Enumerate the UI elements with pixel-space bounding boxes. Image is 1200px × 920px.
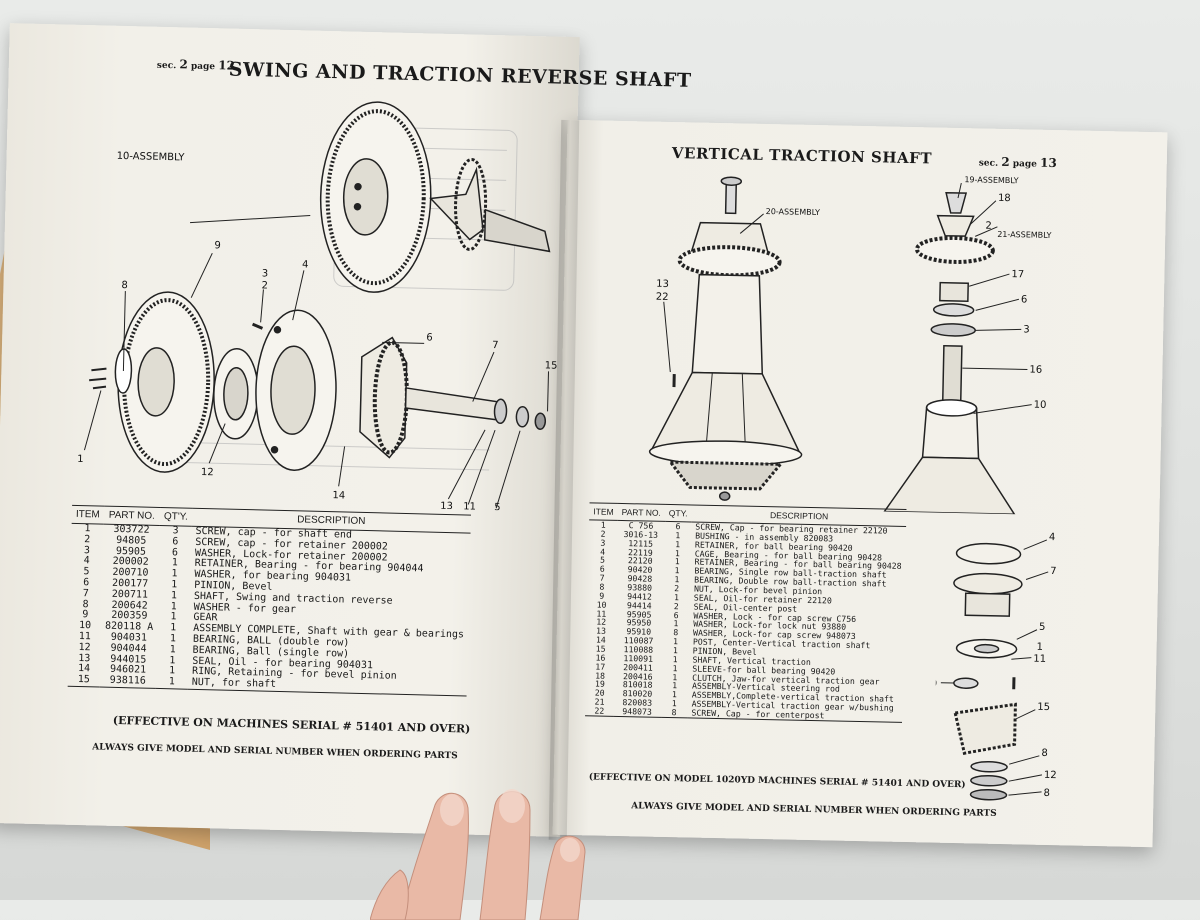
right-cell-part-no: 948073 (613, 706, 661, 718)
left-header-part-no: PART NO. (103, 506, 161, 526)
callout-8-upper: 8 (1041, 748, 1048, 759)
callout-21-assembly: 21-ASSEMBLY (997, 230, 1052, 240)
callout-6: 6 (426, 332, 433, 343)
callout-1: 1 (77, 454, 84, 465)
callout-4: 4 (1049, 532, 1056, 543)
right-page-prefix: page (1012, 159, 1038, 170)
callout-17: 17 (1011, 269, 1024, 280)
right-page-num: 13 (1039, 155, 1057, 171)
reverse-shaft-diagram: 10-ASSEMBLY 9 8 3 2 4 6 7 15 1 12 14 13 … (77, 101, 558, 512)
callout-5: 5 (494, 502, 501, 512)
left-page-prefix: page (190, 61, 216, 73)
callout-22: 22 (656, 292, 669, 303)
left-effective-note: (EFFECTIVE ON MACHINES SERIAL # 51401 AN… (112, 713, 471, 736)
callout-16: 16 (1029, 365, 1042, 376)
callout-13: 13 (440, 501, 453, 512)
callout-9: 9 (214, 240, 221, 251)
right-header-part-no: PART NO. (617, 503, 666, 522)
callout-7: 7 (1050, 566, 1057, 577)
callout-9-right: 9 (933, 679, 937, 690)
right-page: VERTICAL TRACTION SHAFT sec. 2 page 13 (552, 119, 1168, 848)
left-header-qty: QT'Y. (159, 507, 193, 527)
left-cell-qty: 1 (155, 676, 188, 690)
right-cell-qty: 8 (660, 707, 688, 718)
left-sec-prefix: sec. (156, 60, 177, 72)
left-page: sec. 2 page 12 SWING AND TRACTION REVERS… (0, 23, 692, 837)
right-sec-prefix: sec. (978, 158, 999, 169)
callout-3: 3 (262, 268, 269, 279)
callout-8-lower: 8 (1043, 788, 1050, 799)
callout-12-right: 12 (1044, 770, 1057, 781)
callout-3-right: 3 (1023, 324, 1030, 335)
callout-10-assembly: 10-ASSEMBLY (117, 151, 186, 164)
hand-fingers (370, 789, 586, 920)
callout-18: 18 (998, 193, 1011, 204)
right-cell-item: 22 (585, 706, 614, 717)
callout-2: 2 (261, 280, 268, 291)
callout-13-right: 13 (656, 279, 669, 290)
callout-11-right: 11 (1033, 654, 1046, 665)
callout-5: 5 (1039, 622, 1046, 633)
callout-15-right: 15 (1037, 702, 1050, 713)
left-header-item: ITEM (71, 505, 104, 525)
callout-14: 14 (332, 490, 345, 501)
traction-shaft-diagram: 20-ASSEMBLY 19-ASSEMBLY 18 2 21-ASSEMBLY… (648, 175, 1052, 516)
callout-11: 11 (463, 501, 476, 511)
callout-6-right: 6 (1021, 294, 1028, 305)
callout-10: 10 (1034, 400, 1047, 411)
right-header-qty: QTY. (664, 504, 692, 522)
callout-7: 7 (492, 340, 499, 351)
traction-gear-stack-diagram: 4 7 5 1 11 9 15 8 12 8 (933, 532, 1057, 801)
callout-2-right: 2 (985, 221, 992, 232)
callout-19-assembly: 19-ASSEMBLY (964, 175, 1019, 185)
callout-1-right: 1 (1036, 642, 1043, 653)
right-header-item: ITEM (589, 502, 618, 521)
photo-scene: sec. 2 page 12 SWING AND TRACTION REVERS… (0, 23, 1168, 920)
left-footer-note: ALWAYS GIVE MODEL AND SERIAL NUMBER WHEN… (92, 742, 458, 762)
left-cell-item: 15 (67, 674, 100, 687)
left-section-label: sec. 2 page 12 (156, 57, 235, 73)
callout-8: 8 (121, 280, 128, 291)
left-sec-num: 2 (179, 57, 188, 72)
callout-20-assembly: 20-ASSEMBLY (766, 207, 821, 217)
callout-12: 12 (201, 467, 214, 478)
callout-4: 4 (302, 259, 309, 270)
callout-15: 15 (545, 360, 558, 371)
right-sec-num: 2 (1001, 154, 1010, 170)
left-cell-part-no: 938116 (99, 675, 156, 689)
